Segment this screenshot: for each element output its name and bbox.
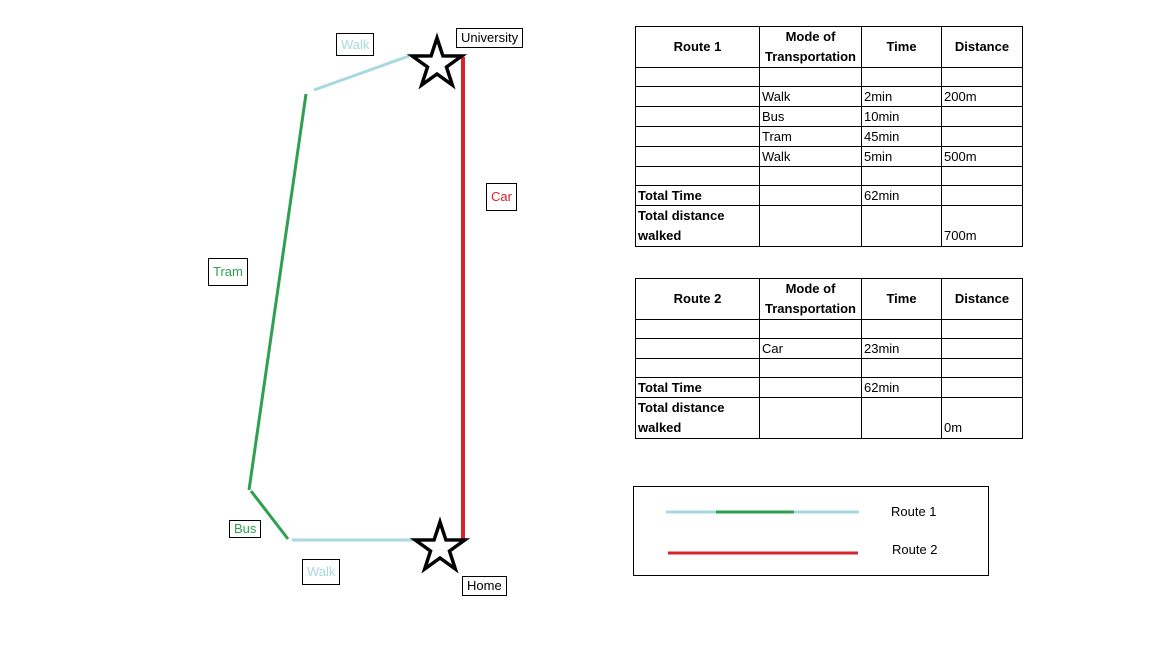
- table-cell: [941, 338, 1023, 359]
- table-row: [635, 358, 1023, 378]
- header-cell: Route 2: [635, 278, 760, 320]
- route2-table: Route 2 Mode of Transportation Time Dist…: [635, 278, 1023, 439]
- table-cell: [941, 319, 1023, 339]
- legend: Route 1 Route 2: [633, 486, 989, 576]
- table-cell: [635, 319, 760, 339]
- table-cell: 5min: [861, 146, 942, 167]
- table-header-row: Route 1 Mode of Transportation Time Dist…: [635, 26, 1023, 68]
- table-cell: Walk: [759, 86, 862, 107]
- route1-table: Route 1 Mode of Transportation Time Dist…: [635, 26, 1023, 247]
- table-cell: 2min: [861, 86, 942, 107]
- total-time-row: Total Time 62min: [635, 185, 1023, 206]
- table-cell: [861, 205, 942, 247]
- bus-label: Bus: [229, 520, 262, 538]
- table-cell: [861, 358, 942, 378]
- table-cell: [861, 67, 942, 87]
- table-cell: [759, 166, 862, 186]
- walk-segment-top: [313, 54, 410, 92]
- table-row: [635, 67, 1023, 87]
- legend-swatches: [666, 510, 859, 555]
- tram-segment: [247, 93, 308, 491]
- table-cell: [759, 67, 862, 87]
- home-star-icon: [409, 516, 471, 574]
- table-cell: [861, 319, 942, 339]
- table-cell: 500m: [941, 146, 1023, 167]
- table-cell: [759, 185, 862, 206]
- table-cell: Total distance walked: [635, 397, 760, 439]
- table-cell: 0m: [941, 397, 1023, 439]
- table-cell: Total distance walked: [635, 205, 760, 247]
- table-row: Bus 10min: [635, 106, 1023, 127]
- table-cell: [635, 338, 760, 359]
- table-cell: [635, 146, 760, 167]
- legend-route2-label: Route 2: [892, 542, 938, 557]
- car-label: Car: [486, 183, 517, 211]
- table-cell: [941, 185, 1023, 206]
- header-cell: Mode of Transportation: [759, 26, 862, 68]
- table-cell: Total Time: [635, 185, 760, 206]
- table-cell: [635, 67, 760, 87]
- table-cell: [635, 106, 760, 127]
- walk-label-bottom: Walk: [302, 559, 341, 585]
- route-map: [247, 32, 471, 574]
- table-cell: [941, 166, 1023, 186]
- table-cell: Total Time: [635, 377, 760, 398]
- table-cell: [941, 358, 1023, 378]
- table-cell: [941, 106, 1023, 127]
- header-cell: Distance: [941, 26, 1023, 68]
- table-cell: 45min: [861, 126, 942, 147]
- table-cell: 700m: [941, 205, 1023, 247]
- table-row: Tram 45min: [635, 126, 1023, 147]
- table-cell: [759, 205, 862, 247]
- table-cell: [759, 377, 862, 398]
- table-row: [635, 166, 1023, 186]
- table-row: Car 23min: [635, 338, 1023, 359]
- tram-label: Tram: [208, 258, 248, 286]
- table-cell: [635, 358, 760, 378]
- table-cell: [861, 397, 942, 439]
- table-cell: Bus: [759, 106, 862, 127]
- table-cell: Car: [759, 338, 862, 359]
- university-star-icon: [406, 32, 468, 90]
- table-cell: [635, 126, 760, 147]
- table-cell: [941, 126, 1023, 147]
- table-cell: 200m: [941, 86, 1023, 107]
- table-row: Walk 5min 500m: [635, 146, 1023, 167]
- table-cell: Tram: [759, 126, 862, 147]
- table-row: Walk 2min 200m: [635, 86, 1023, 107]
- table-cell: 62min: [861, 377, 942, 398]
- walk-label-top: Walk: [336, 33, 375, 56]
- table-cell: [759, 358, 862, 378]
- table-cell: 23min: [861, 338, 942, 359]
- home-label: Home: [462, 576, 507, 596]
- total-time-row: Total Time 62min: [635, 377, 1023, 398]
- table-cell: [759, 319, 862, 339]
- header-cell: Distance: [941, 278, 1023, 320]
- university-label: University: [456, 28, 524, 48]
- header-cell: Mode of Transportation: [759, 278, 862, 320]
- table-cell: [635, 86, 760, 107]
- table-cell: [941, 67, 1023, 87]
- bus-segment: [249, 490, 290, 540]
- table-cell: [759, 397, 862, 439]
- header-cell: Time: [861, 278, 942, 320]
- table-cell: Walk: [759, 146, 862, 167]
- total-distance-row: Total distance walked 700m: [635, 205, 1023, 247]
- table-header-row: Route 2 Mode of Transportation Time Dist…: [635, 278, 1023, 320]
- table-row: [635, 319, 1023, 339]
- table-cell: [635, 166, 760, 186]
- header-cell: Route 1: [635, 26, 760, 68]
- table-cell: 62min: [861, 185, 942, 206]
- table-cell: [941, 377, 1023, 398]
- total-distance-row: Total distance walked 0m: [635, 397, 1023, 439]
- header-cell: Time: [861, 26, 942, 68]
- table-cell: 10min: [861, 106, 942, 127]
- legend-route1-label: Route 1: [891, 504, 937, 519]
- table-cell: [861, 166, 942, 186]
